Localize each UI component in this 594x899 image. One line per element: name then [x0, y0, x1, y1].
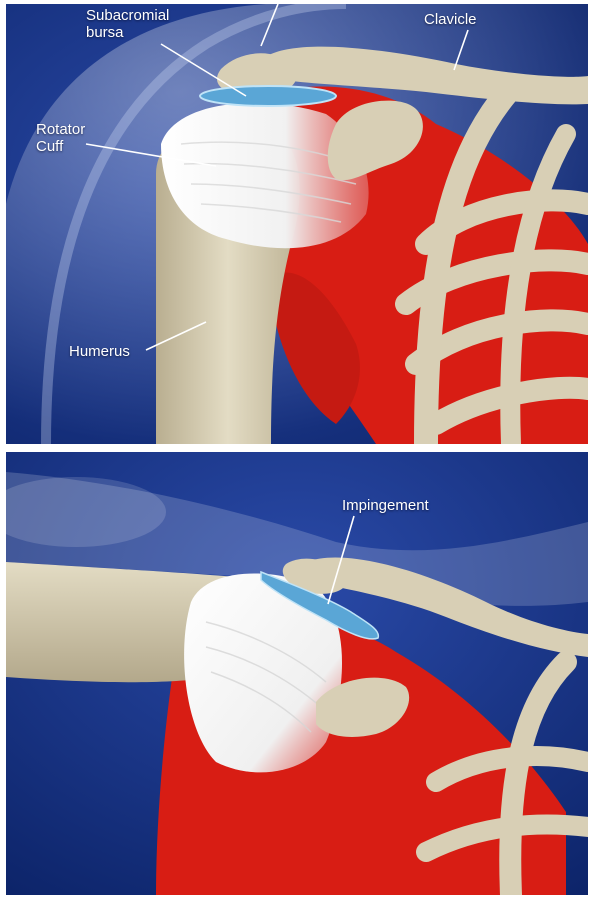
shoulder-impingement-illustration	[6, 452, 588, 895]
label-clavicle: Clavicle	[424, 11, 477, 28]
label-rotator-cuff: Rotator Cuff	[36, 121, 85, 155]
subacromial-bursa	[200, 86, 336, 106]
label-impingement: Impingement	[342, 497, 429, 514]
label-subacromial-bursa: Subacromial bursa	[86, 7, 169, 41]
shoulder-normal-illustration	[6, 4, 588, 444]
bottom-illustration-panel: Impingement	[6, 452, 588, 895]
label-humerus: Humerus	[69, 343, 130, 360]
top-illustration-panel: Subacromial bursa Clavicle Rotator Cuff …	[6, 4, 588, 444]
